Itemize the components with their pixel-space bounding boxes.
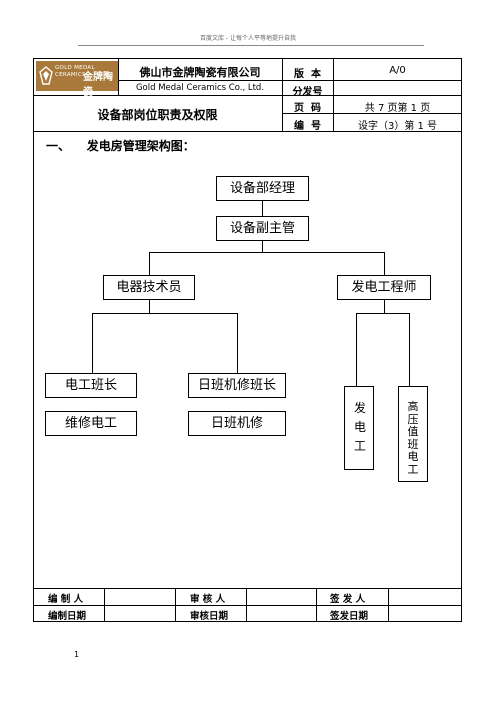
rule bbox=[333, 58, 334, 131]
connector bbox=[262, 241, 263, 252]
org-maintenance-electrician: 维修电工 bbox=[45, 411, 137, 436]
connector bbox=[356, 313, 357, 386]
rule bbox=[175, 588, 176, 622]
reviewed-date-label: 审核日期 bbox=[190, 611, 229, 622]
rule bbox=[316, 588, 317, 622]
page-label: 页 码 bbox=[294, 103, 321, 114]
org-power-engineer: 发电工程师 bbox=[337, 275, 431, 300]
issued-by-label: 签 发 人 bbox=[330, 594, 366, 605]
issued-date-label: 签发日期 bbox=[330, 611, 369, 622]
rule bbox=[282, 58, 283, 131]
company-name-en: Gold Medal Ceramics Co., Ltd. bbox=[135, 83, 265, 93]
running-header: 百度文库 - 让每个人平等地提升自我 bbox=[200, 35, 296, 42]
version-value: A/0 bbox=[389, 65, 406, 76]
rule bbox=[33, 95, 462, 96]
connector bbox=[262, 201, 263, 216]
rule bbox=[33, 131, 462, 132]
rule bbox=[33, 588, 462, 589]
section-heading: 一、 发电房管理架构图： bbox=[46, 139, 195, 153]
connector bbox=[149, 252, 150, 275]
page-number: 1 bbox=[74, 650, 80, 659]
connector bbox=[409, 313, 410, 386]
connector bbox=[356, 313, 410, 314]
connector bbox=[384, 252, 385, 275]
org-electrical-tech: 电器技术员 bbox=[103, 275, 195, 300]
version-label: 版 本 bbox=[294, 69, 321, 80]
issue-label: 分发号 bbox=[292, 87, 323, 98]
rule bbox=[246, 588, 247, 622]
connector bbox=[237, 313, 238, 373]
rule bbox=[118, 58, 119, 95]
rule bbox=[388, 588, 389, 622]
connector bbox=[384, 300, 385, 313]
rule bbox=[104, 588, 105, 622]
logo-chinese: 金牌陶瓷 bbox=[83, 72, 113, 98]
org-electrician-lead: 电工班长 bbox=[45, 373, 137, 398]
org-manager: 设备部经理 bbox=[216, 176, 309, 201]
reviewed-by-label: 审 核 人 bbox=[190, 594, 226, 605]
logo-english: GOLD MEDAL CERAMICS bbox=[55, 65, 95, 78]
prepared-by-label: 编 制 人 bbox=[48, 594, 84, 605]
connector bbox=[149, 300, 150, 313]
org-hv-duty-electrician: 高压值班电工 bbox=[398, 386, 428, 482]
org-day-repair-lead: 日班机修班长 bbox=[188, 373, 286, 398]
org-generator-worker: 发电工 bbox=[344, 386, 374, 470]
rule bbox=[118, 80, 462, 81]
document-title: 设备部岗位职责及权限 bbox=[97, 108, 218, 122]
company-logo: GOLD MEDAL CERAMICS 金牌陶瓷 bbox=[36, 61, 118, 98]
rule bbox=[33, 605, 462, 606]
prepared-date-label: 编制日期 bbox=[48, 611, 87, 622]
rule bbox=[282, 113, 462, 114]
org-deputy: 设备副主管 bbox=[216, 216, 309, 241]
company-name-cn: 佛山市金牌陶瓷有限公司 bbox=[139, 66, 261, 79]
connector bbox=[92, 313, 93, 373]
code-value: 设字（3）第 1 号 bbox=[357, 121, 438, 132]
header-rule bbox=[78, 45, 424, 46]
org-day-repair: 日班机修 bbox=[188, 411, 286, 436]
page-value: 共 7 页第 1 页 bbox=[364, 103, 431, 114]
code-label: 编 号 bbox=[294, 121, 321, 132]
connector bbox=[92, 313, 238, 314]
connector bbox=[149, 252, 384, 253]
logo-mark-icon bbox=[39, 66, 53, 85]
document-frame bbox=[33, 58, 462, 622]
